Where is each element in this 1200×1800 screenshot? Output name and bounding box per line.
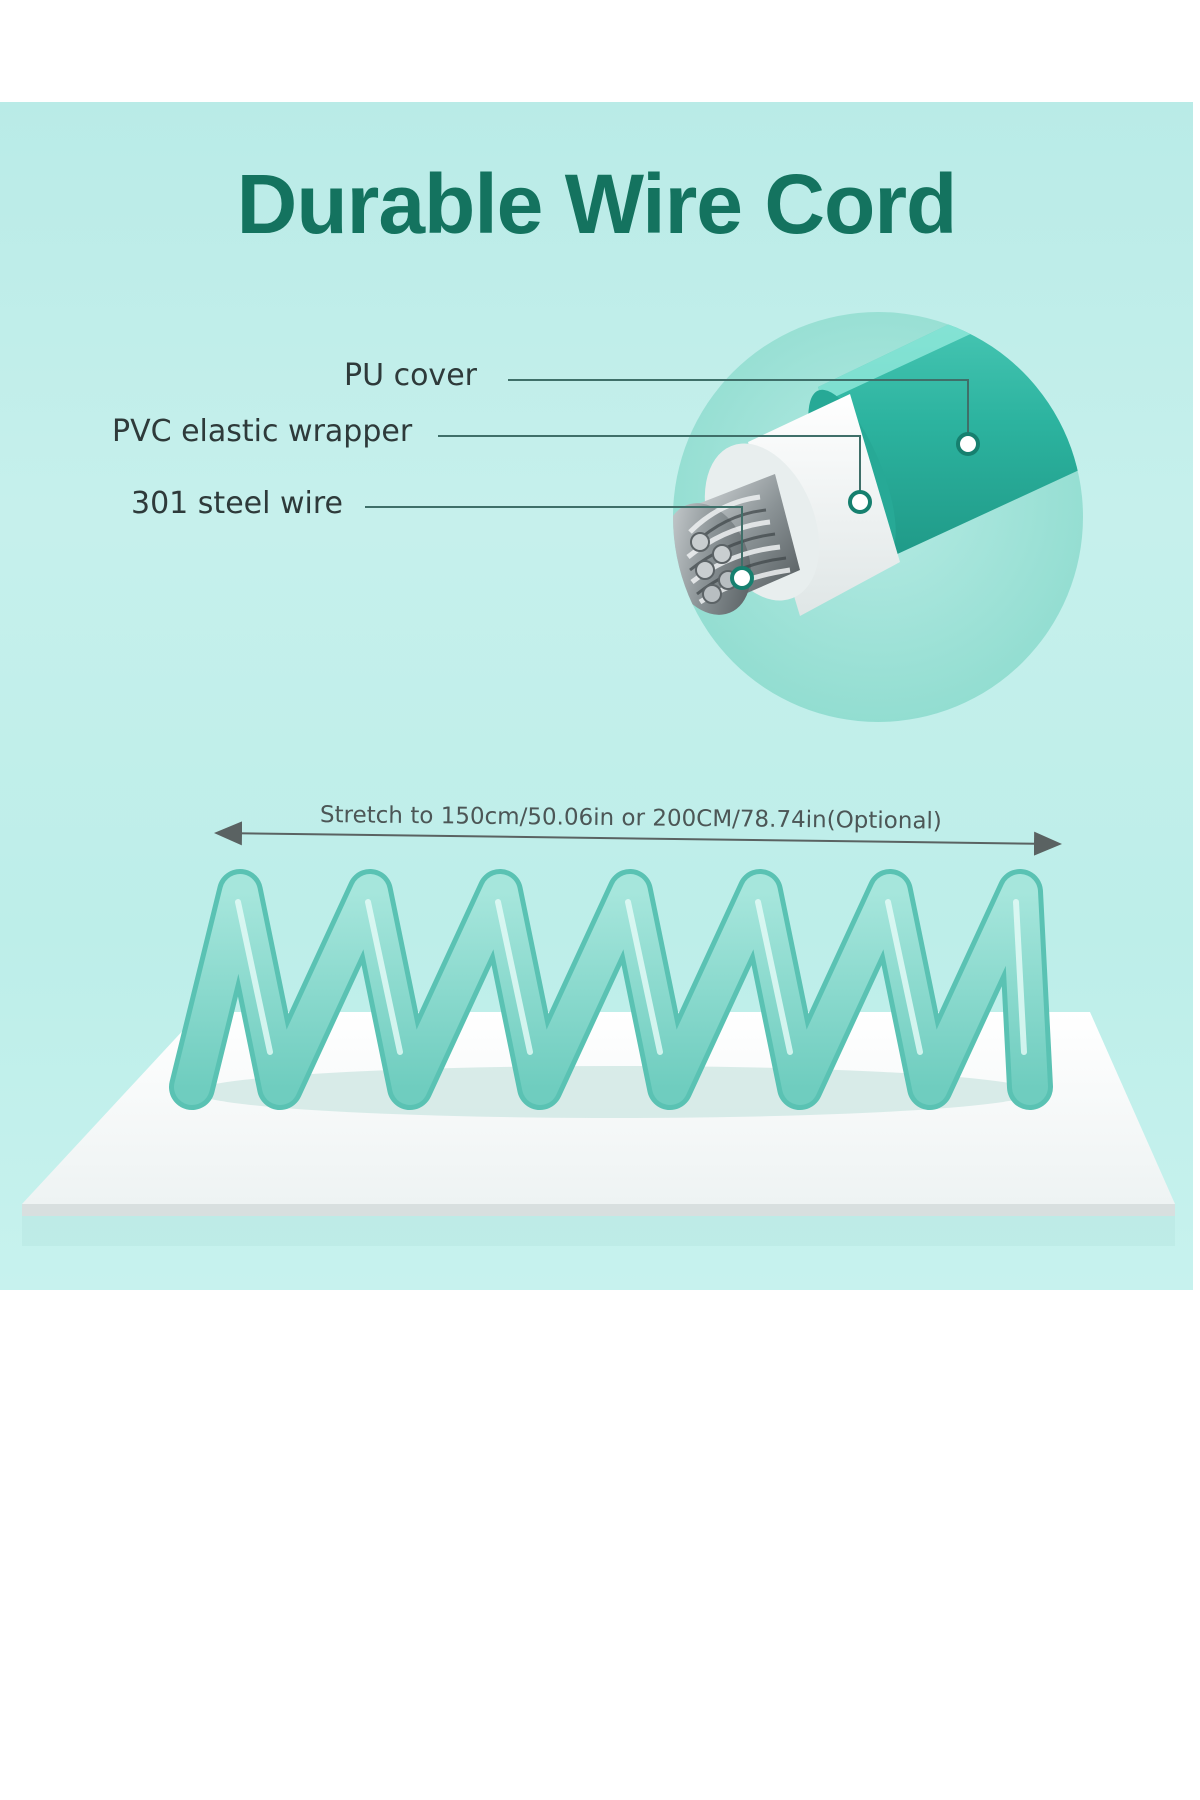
- blank-area: [0, 1290, 1200, 1800]
- pvc-wrapper-marker-icon: [848, 490, 872, 514]
- product-poster: Durable Wire Cord PU cover PVC elastic w…: [0, 102, 1193, 1290]
- pu-cover-marker-icon: [956, 432, 980, 456]
- pu-cover-label: PU cover: [344, 358, 477, 393]
- callout-markers: [730, 432, 980, 590]
- stretch-arrow: [214, 821, 1062, 856]
- cable-detail-magnifier: [673, 312, 1083, 722]
- page-title: Durable Wire Cord: [236, 157, 958, 251]
- coiled-cord: [169, 869, 1053, 1110]
- steel-wire-core: [673, 474, 800, 615]
- pvc-wrapper-label: PVC elastic wrapper: [112, 414, 413, 449]
- steel-wire-marker-icon: [730, 566, 754, 590]
- product-illustration: [22, 312, 1175, 1246]
- steel-wire-label: 301 steel wire: [131, 486, 343, 521]
- callout-lines: [365, 379, 969, 572]
